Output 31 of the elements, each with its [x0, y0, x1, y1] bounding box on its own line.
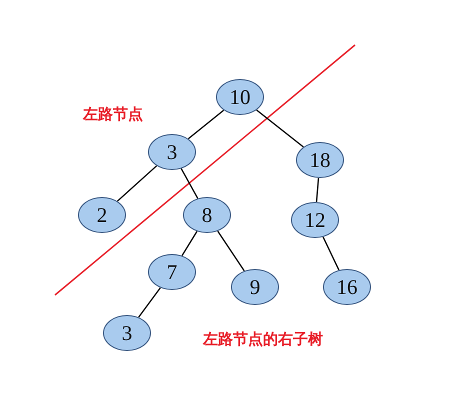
tree-edge [322, 236, 340, 270]
node-value: 2 [96, 202, 108, 228]
tree-edge [316, 178, 320, 202]
tree-edge [217, 230, 245, 272]
tree-edge [116, 165, 158, 202]
tree-node [78, 197, 126, 233]
node-value: 3 [166, 140, 178, 164]
tree-node [216, 79, 264, 115]
node-value: 9 [250, 274, 260, 300]
node-value: 3 [122, 320, 132, 346]
tree-edge [188, 110, 224, 140]
node-value: 16 [336, 274, 358, 300]
annotation-text: 左路节点的右子树 [203, 330, 323, 349]
tree-node [183, 197, 231, 233]
tree-node [103, 315, 151, 351]
tree-edge [138, 287, 161, 318]
tree-node [148, 254, 196, 290]
node-value: 7 [166, 260, 178, 284]
node-value: 18 [310, 148, 330, 172]
tree-node [296, 142, 344, 178]
tree-node [323, 269, 371, 305]
tree-edge [181, 231, 198, 256]
node-value: 10 [230, 84, 250, 110]
tree-edge [180, 168, 198, 199]
annotation-text: 左路节点 [83, 105, 143, 124]
tree-node [291, 202, 339, 238]
tree-node [148, 134, 196, 170]
node-value: 12 [304, 208, 326, 232]
tree-node [231, 269, 279, 305]
tree-edge [256, 110, 304, 148]
node-value: 8 [202, 202, 212, 228]
